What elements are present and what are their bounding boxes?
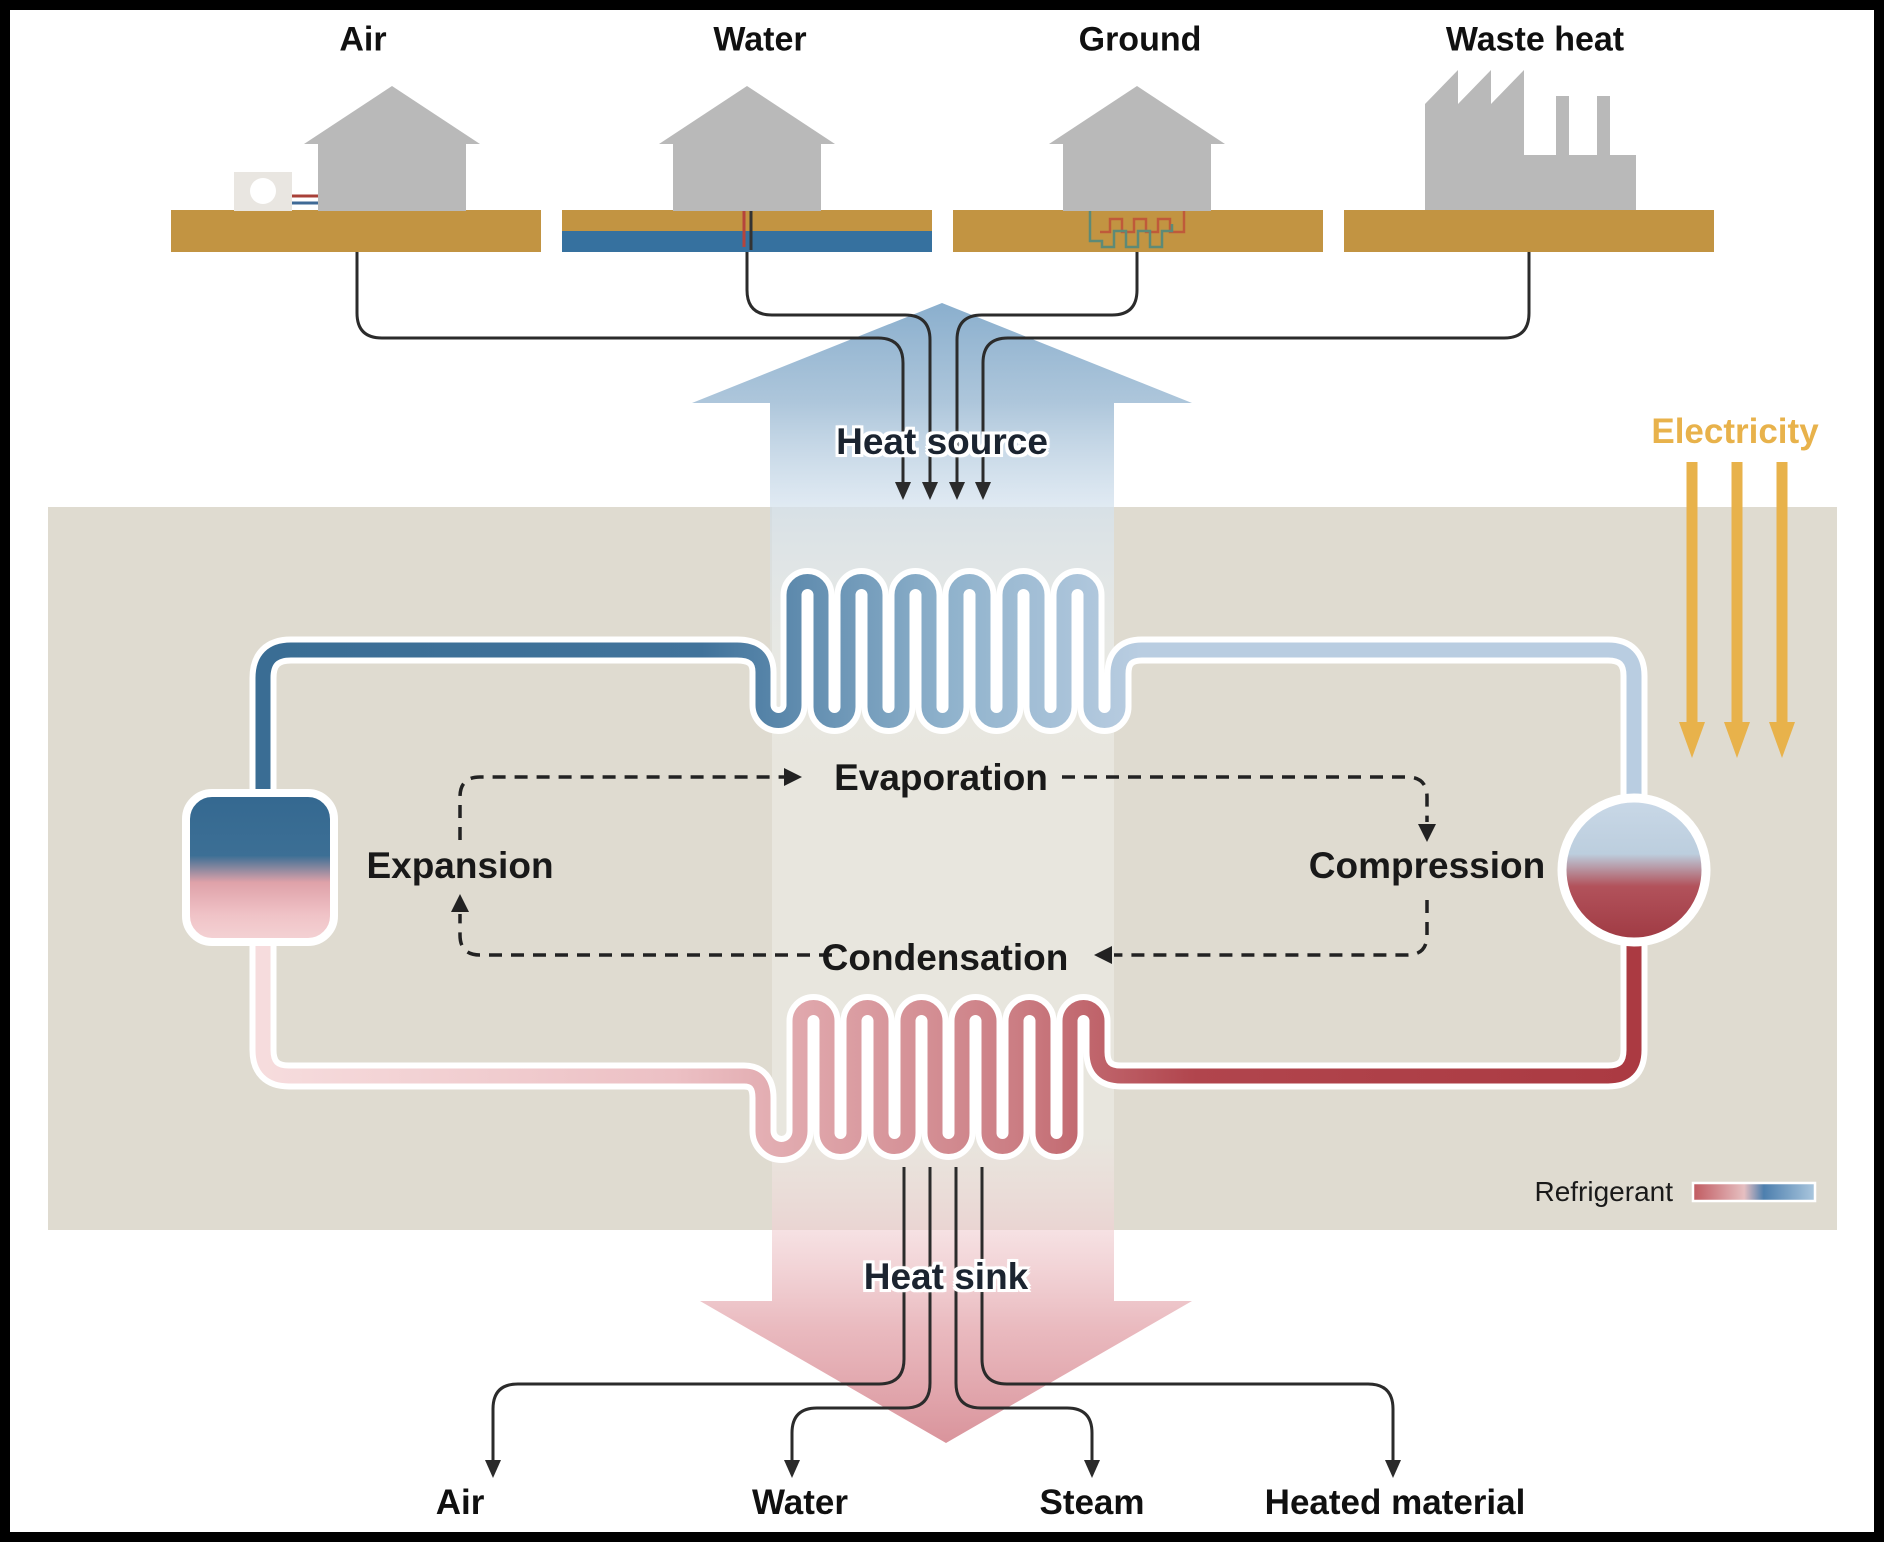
air-house-body: [318, 144, 466, 211]
refrigerant-legend-label: Refrigerant: [1534, 1176, 1673, 1207]
connector-water: [745, 252, 932, 484]
sink-connector-arrowheads: [485, 1460, 1401, 1478]
air-house-roof: [304, 86, 480, 144]
water-house-body: [673, 144, 821, 211]
sink-label-water: Water: [752, 1483, 848, 1522]
connector-sink-material: [980, 1167, 1395, 1462]
refrigerant-legend-bar: [1691, 1181, 1817, 1203]
source-water-scene: [562, 86, 932, 252]
evaporator-pipe: [255, 574, 1642, 812]
connector-air: [355, 252, 905, 484]
dash-expansion-to-evaporation: [458, 775, 784, 840]
connector-waste: [981, 252, 1531, 484]
factory-chimney-1: [1556, 96, 1569, 156]
sink-connectors: [491, 1167, 1395, 1462]
source-label-waste-heat: Waste heat: [1445, 20, 1625, 59]
connector-ground: [955, 252, 1139, 484]
factory-chimney-2: [1597, 96, 1610, 156]
electricity-arrows: [1679, 462, 1795, 758]
waste-ground-strip: [1344, 210, 1714, 252]
air-ground-strip: [171, 210, 541, 252]
ground-loop-cold: [1088, 211, 1174, 249]
connector-sink-steam: [954, 1167, 1094, 1462]
condenser-pipe: [255, 928, 1642, 1157]
heat-sink-arrow: [700, 1138, 1192, 1443]
ground-house-roof: [1049, 86, 1225, 144]
source-ground-scene: [953, 86, 1323, 252]
connector-sink-water: [790, 1167, 932, 1462]
cycle-label-compression: Compression: [1308, 845, 1546, 886]
source-label-air: Air: [339, 20, 387, 59]
heat-sink-label: Heat sink: [863, 1256, 1029, 1297]
ground-loop-hot: [1100, 211, 1186, 234]
expansion-valve: [182, 789, 338, 946]
dash-evaporation-to-compression: [1062, 775, 1429, 822]
compressor: [1557, 793, 1711, 947]
outdoor-unit-fan-icon: [250, 178, 276, 204]
cycle-label-evaporation: Evaporation: [834, 757, 1048, 798]
sink-label-air: Air: [435, 1483, 485, 1522]
source-label-water: Water: [713, 20, 807, 59]
water-house-roof: [659, 86, 835, 144]
ground-house-body: [1063, 144, 1211, 211]
water-layer: [562, 231, 932, 252]
refrigerant-circuit: [182, 568, 1711, 1163]
factory-sawtooth: [1425, 70, 1524, 210]
source-waste-heat-scene: [1344, 70, 1714, 252]
cycle-dashed-loop: [458, 775, 1429, 957]
cycle-dashed-arrowheads: [451, 768, 1436, 964]
source-connectors: [355, 252, 1531, 484]
connector-sink-air: [491, 1167, 906, 1462]
source-connector-arrowheads: [895, 482, 991, 500]
sink-label-heated-material: Heated material: [1264, 1483, 1526, 1522]
sink-label-steam: Steam: [1039, 1483, 1145, 1522]
dash-condensation-to-expansion: [458, 914, 832, 957]
dash-compression-to-condensation: [1114, 900, 1429, 957]
source-air-scene: [171, 86, 541, 252]
source-label-ground: Ground: [1078, 20, 1202, 59]
cycle-label-expansion: Expansion: [366, 845, 554, 886]
electricity-label: Electricity: [1651, 412, 1819, 451]
heat-source-label: Heat source: [836, 421, 1048, 462]
factory-hall: [1524, 155, 1636, 210]
cycle-label-condensation: Condensation: [821, 937, 1069, 978]
